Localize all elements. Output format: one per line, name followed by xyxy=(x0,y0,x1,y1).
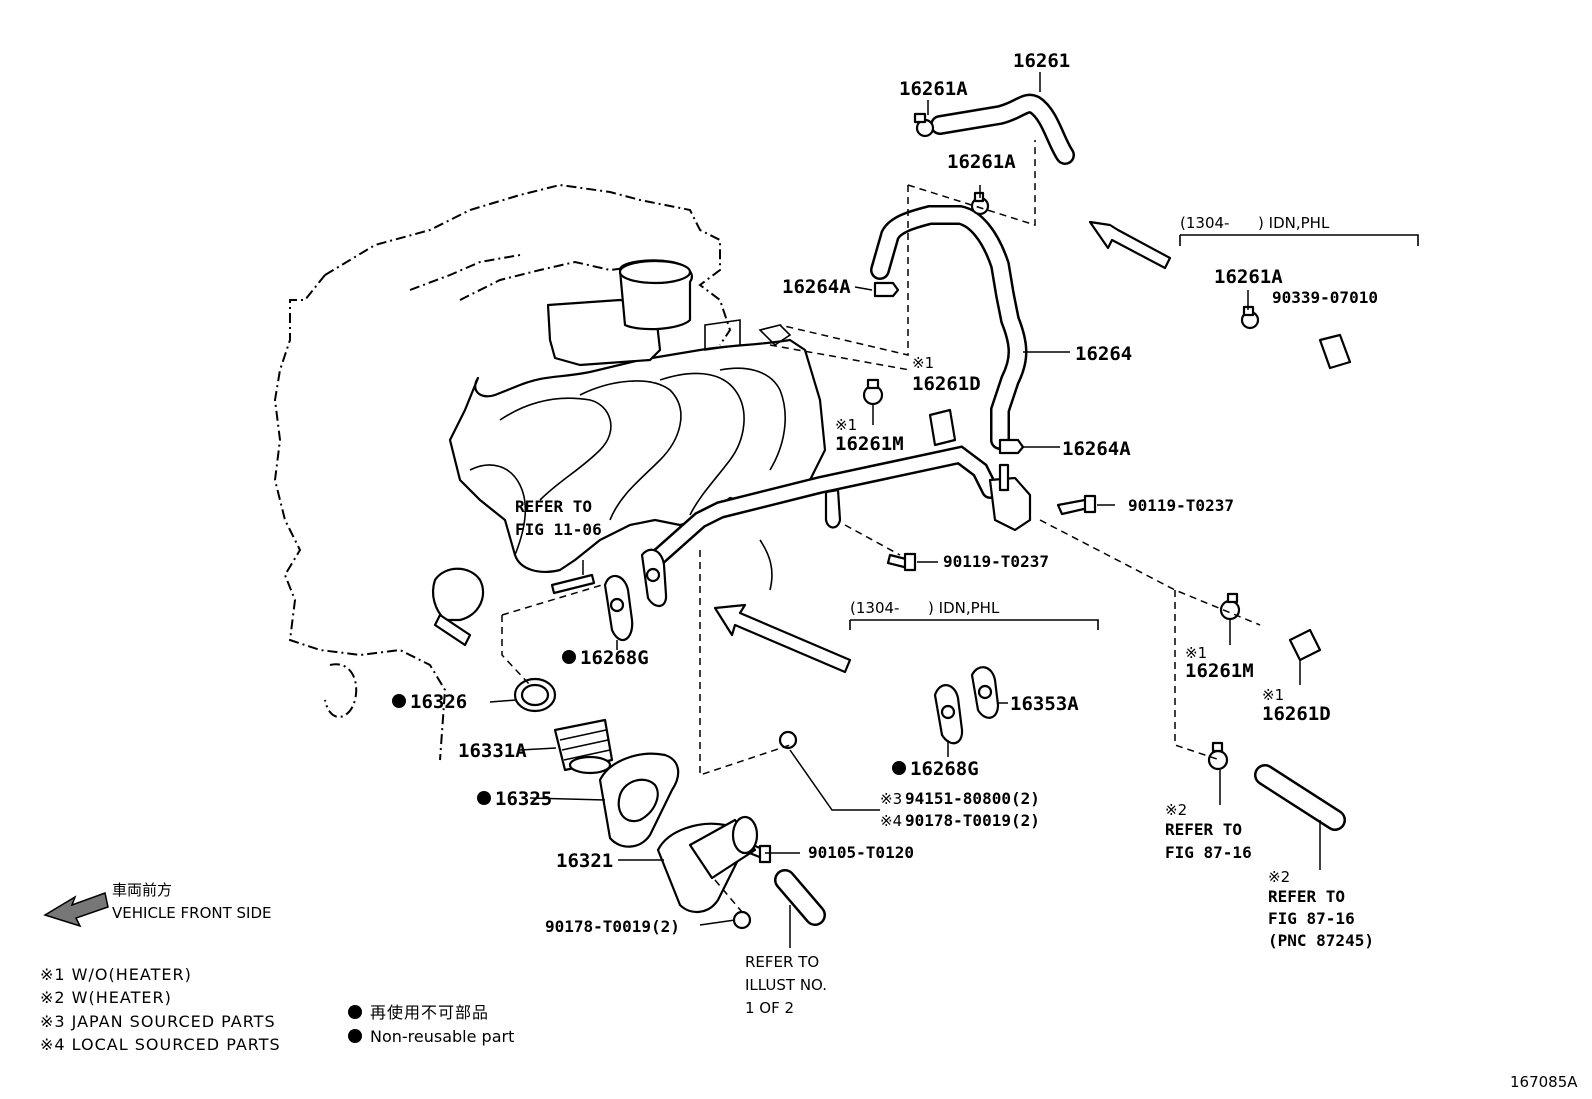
legend-line: ※3 JAPAN SOURCED PARTS xyxy=(40,1012,276,1031)
vehicle-front-arrow-icon xyxy=(43,892,109,928)
production-range-labels: (1304- ) IDN,PHL (1304- ) IDN,PHL xyxy=(850,214,1330,617)
part-label: 16261A xyxy=(1214,266,1283,288)
legend-line: ※2 W(HEATER) xyxy=(40,988,172,1007)
part-number-labels: 16261 16261A 16261A 16261A 16264A 16264 … xyxy=(410,50,1378,936)
part-label: 16261M xyxy=(1185,660,1254,682)
stud-bolt-icon xyxy=(550,573,596,595)
legend-line: ※1 W/O(HEATER) xyxy=(40,965,192,984)
part-label: 16261A xyxy=(947,151,1016,173)
gasket-icon xyxy=(603,548,1000,745)
range-label: (1304- ) IDN,PHL xyxy=(850,599,1000,617)
diagram-id: 167085A xyxy=(1510,1073,1578,1091)
water-bypass-pipe xyxy=(646,445,1032,569)
o-ring-icon xyxy=(513,677,557,713)
part-label: 16268G xyxy=(580,647,649,669)
part-label: 90119-T0237 xyxy=(1128,496,1234,515)
hose-16264 xyxy=(870,205,1028,450)
assembly-guide-lines xyxy=(501,140,1261,913)
reference-text: REFER TO xyxy=(745,953,819,971)
thermostat-icon xyxy=(553,718,614,775)
note-marker: ※2 xyxy=(1268,868,1290,886)
reference-text: (PNC 87245) xyxy=(1268,931,1374,950)
part-label: 16261M xyxy=(835,433,904,455)
part-label: 90339-07010 xyxy=(1272,288,1378,307)
note-marker: ※4 xyxy=(880,812,902,830)
note-marker: ※1 xyxy=(1185,644,1207,662)
reference-text: REFER TO xyxy=(1268,887,1345,906)
engine-block-outline xyxy=(273,183,732,761)
legend-bullet-en: Non-reusable part xyxy=(370,1027,514,1046)
part-label: 16321 xyxy=(556,850,613,872)
reference-text: REFER TO xyxy=(1165,820,1242,839)
note-marker: ※3 xyxy=(880,790,902,808)
heater-hose-bottom xyxy=(774,869,826,926)
note-marker: ※1 xyxy=(835,416,857,434)
part-label: 16261 xyxy=(1013,50,1070,72)
orientation-en: VEHICLE FRONT SIDE xyxy=(112,904,272,922)
note-marker: ※1 xyxy=(1262,686,1284,704)
part-label: 16264A xyxy=(782,276,851,298)
hose-16261 xyxy=(930,93,1075,165)
part-label: 16331A xyxy=(458,740,527,762)
reference-text: REFER TO xyxy=(515,497,592,516)
plug-icon xyxy=(928,333,1352,662)
heater-hose-right xyxy=(1254,764,1346,831)
legend-line: ※4 LOCAL SOURCED PARTS xyxy=(40,1035,281,1054)
part-label: 16326 xyxy=(410,691,467,713)
reference-text: FIG 11-06 xyxy=(515,520,602,539)
part-label: 16261D xyxy=(912,373,981,395)
reference-text: FIG 87-16 xyxy=(1268,909,1355,928)
part-label: 16261D xyxy=(1262,703,1331,725)
legend-bullet-jp: 再使用不可部品 xyxy=(370,1003,489,1022)
part-label: 90119-T0237 xyxy=(943,552,1049,571)
legend: ※1 W/O(HEATER) ※2 W(HEATER) ※3 JAPAN SOU… xyxy=(40,965,514,1054)
water-inlet-gasket-icon xyxy=(598,752,680,848)
reference-text: 1 OF 2 xyxy=(745,999,794,1017)
vehicle-orientation: 車両前方 VEHICLE FRONT SIDE xyxy=(112,881,272,922)
direction-arrow-icon xyxy=(43,220,1172,928)
part-label: 90178-T0019(2) xyxy=(905,811,1040,830)
water-inlet-icon xyxy=(656,815,759,913)
part-label: 90105-T0120 xyxy=(808,843,914,862)
part-label: 94151-80800(2) xyxy=(905,789,1040,808)
part-label: 16325 xyxy=(495,788,552,810)
note-marker: ※2 xyxy=(1165,801,1187,819)
part-label: 16264 xyxy=(1075,343,1132,365)
part-label: 16268G xyxy=(910,758,979,780)
part-label: 16353A xyxy=(1010,693,1079,715)
range-label: (1304- ) IDN,PHL xyxy=(1180,214,1330,232)
part-label: 90178-T0019(2) xyxy=(545,917,680,936)
part-label: 16264A xyxy=(1062,438,1131,460)
reference-text: ILLUST NO. xyxy=(745,976,827,994)
leader-lines xyxy=(489,72,1419,948)
part-label: 16261A xyxy=(899,78,968,100)
reference-labels: REFER TO FIG 11-06 REFER TO FIG 87-16 RE… xyxy=(515,497,1374,1017)
water-outlet-flange-icon xyxy=(431,567,485,647)
orientation-jp: 車両前方 xyxy=(112,881,172,899)
clamp-icon xyxy=(862,112,1260,771)
note-markers: ※1 ※1 ※1 ※1 ※2 ※2 ※3 ※4 xyxy=(835,354,1290,886)
note-marker: ※1 xyxy=(912,354,934,372)
hose-clip-icon xyxy=(873,281,1025,455)
intake-manifold xyxy=(448,259,827,591)
reference-text: FIG 87-16 xyxy=(1165,843,1252,862)
non-reusable-bullet-icon xyxy=(348,650,906,1043)
